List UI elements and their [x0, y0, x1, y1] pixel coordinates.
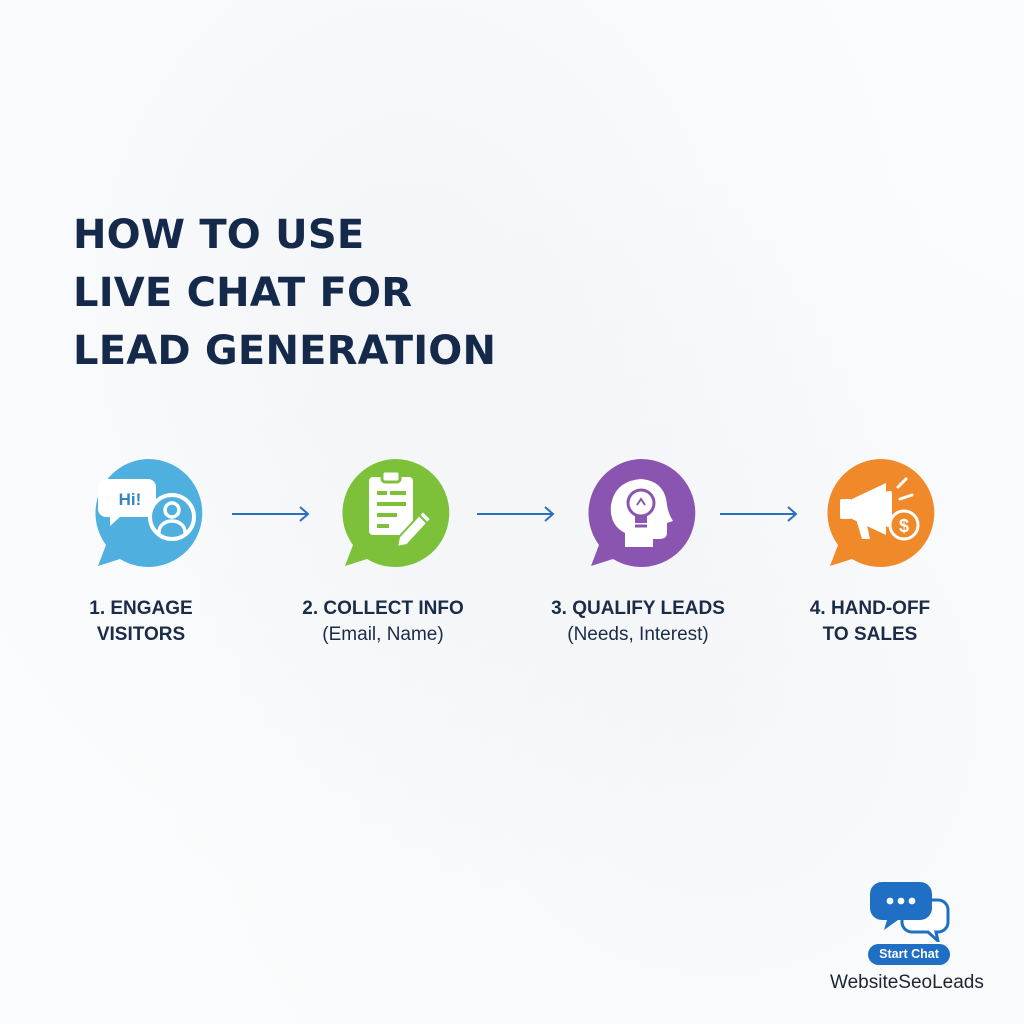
hi-bubble-text: Hi! [119, 490, 142, 509]
chat-bubbles-icon[interactable] [868, 880, 952, 942]
engage-visitors-icon: Hi! [88, 453, 208, 573]
step-2-subtitle: (Email, Name) [322, 624, 444, 645]
svg-text:$: $ [899, 516, 909, 536]
step-4-title: 4. HAND-OFF [809, 598, 931, 619]
arrow-2-to-3 [475, 505, 557, 523]
step-4-label: 4. HAND-OFF TO SALES [760, 596, 980, 648]
step-2-label: 2. COLLECT INFO (Email, Name) [273, 596, 493, 648]
brand-name: WebsiteSeoLeads [830, 972, 984, 993]
step-4-subtitle: TO SALES [822, 624, 918, 645]
hand-off-to-sales-icon: $ [818, 453, 938, 573]
step-3-subtitle: (Needs, Interest) [567, 624, 709, 645]
page-title: HOW TO USE LIVE CHAT FOR LEAD GENERATION [73, 206, 496, 380]
step-1-subtitle: VISITORS [96, 624, 186, 645]
arrow-1-to-2 [230, 505, 312, 523]
step-3-title: 3. QUALIFY LEADS [551, 598, 725, 619]
title-line-3: LEAD GENERATION [73, 328, 497, 374]
chat-widget[interactable]: Start Chat WebsiteSeoLeads [828, 876, 998, 996]
step-3-label: 3. QUALIFY LEADS (Needs, Interest) [528, 596, 748, 648]
step-2-title: 2. COLLECT INFO [302, 598, 464, 619]
title-line-1: HOW TO USE [73, 212, 365, 258]
title-line-2: LIVE CHAT FOR [73, 270, 413, 316]
step-1-label: 1. ENGAGE VISITORS [31, 596, 251, 648]
start-chat-button[interactable]: Start Chat [868, 944, 950, 965]
arrow-3-to-4 [718, 505, 800, 523]
step-1-title: 1. ENGAGE [89, 598, 193, 619]
qualify-leads-icon [579, 453, 699, 573]
collect-info-icon [333, 453, 453, 573]
